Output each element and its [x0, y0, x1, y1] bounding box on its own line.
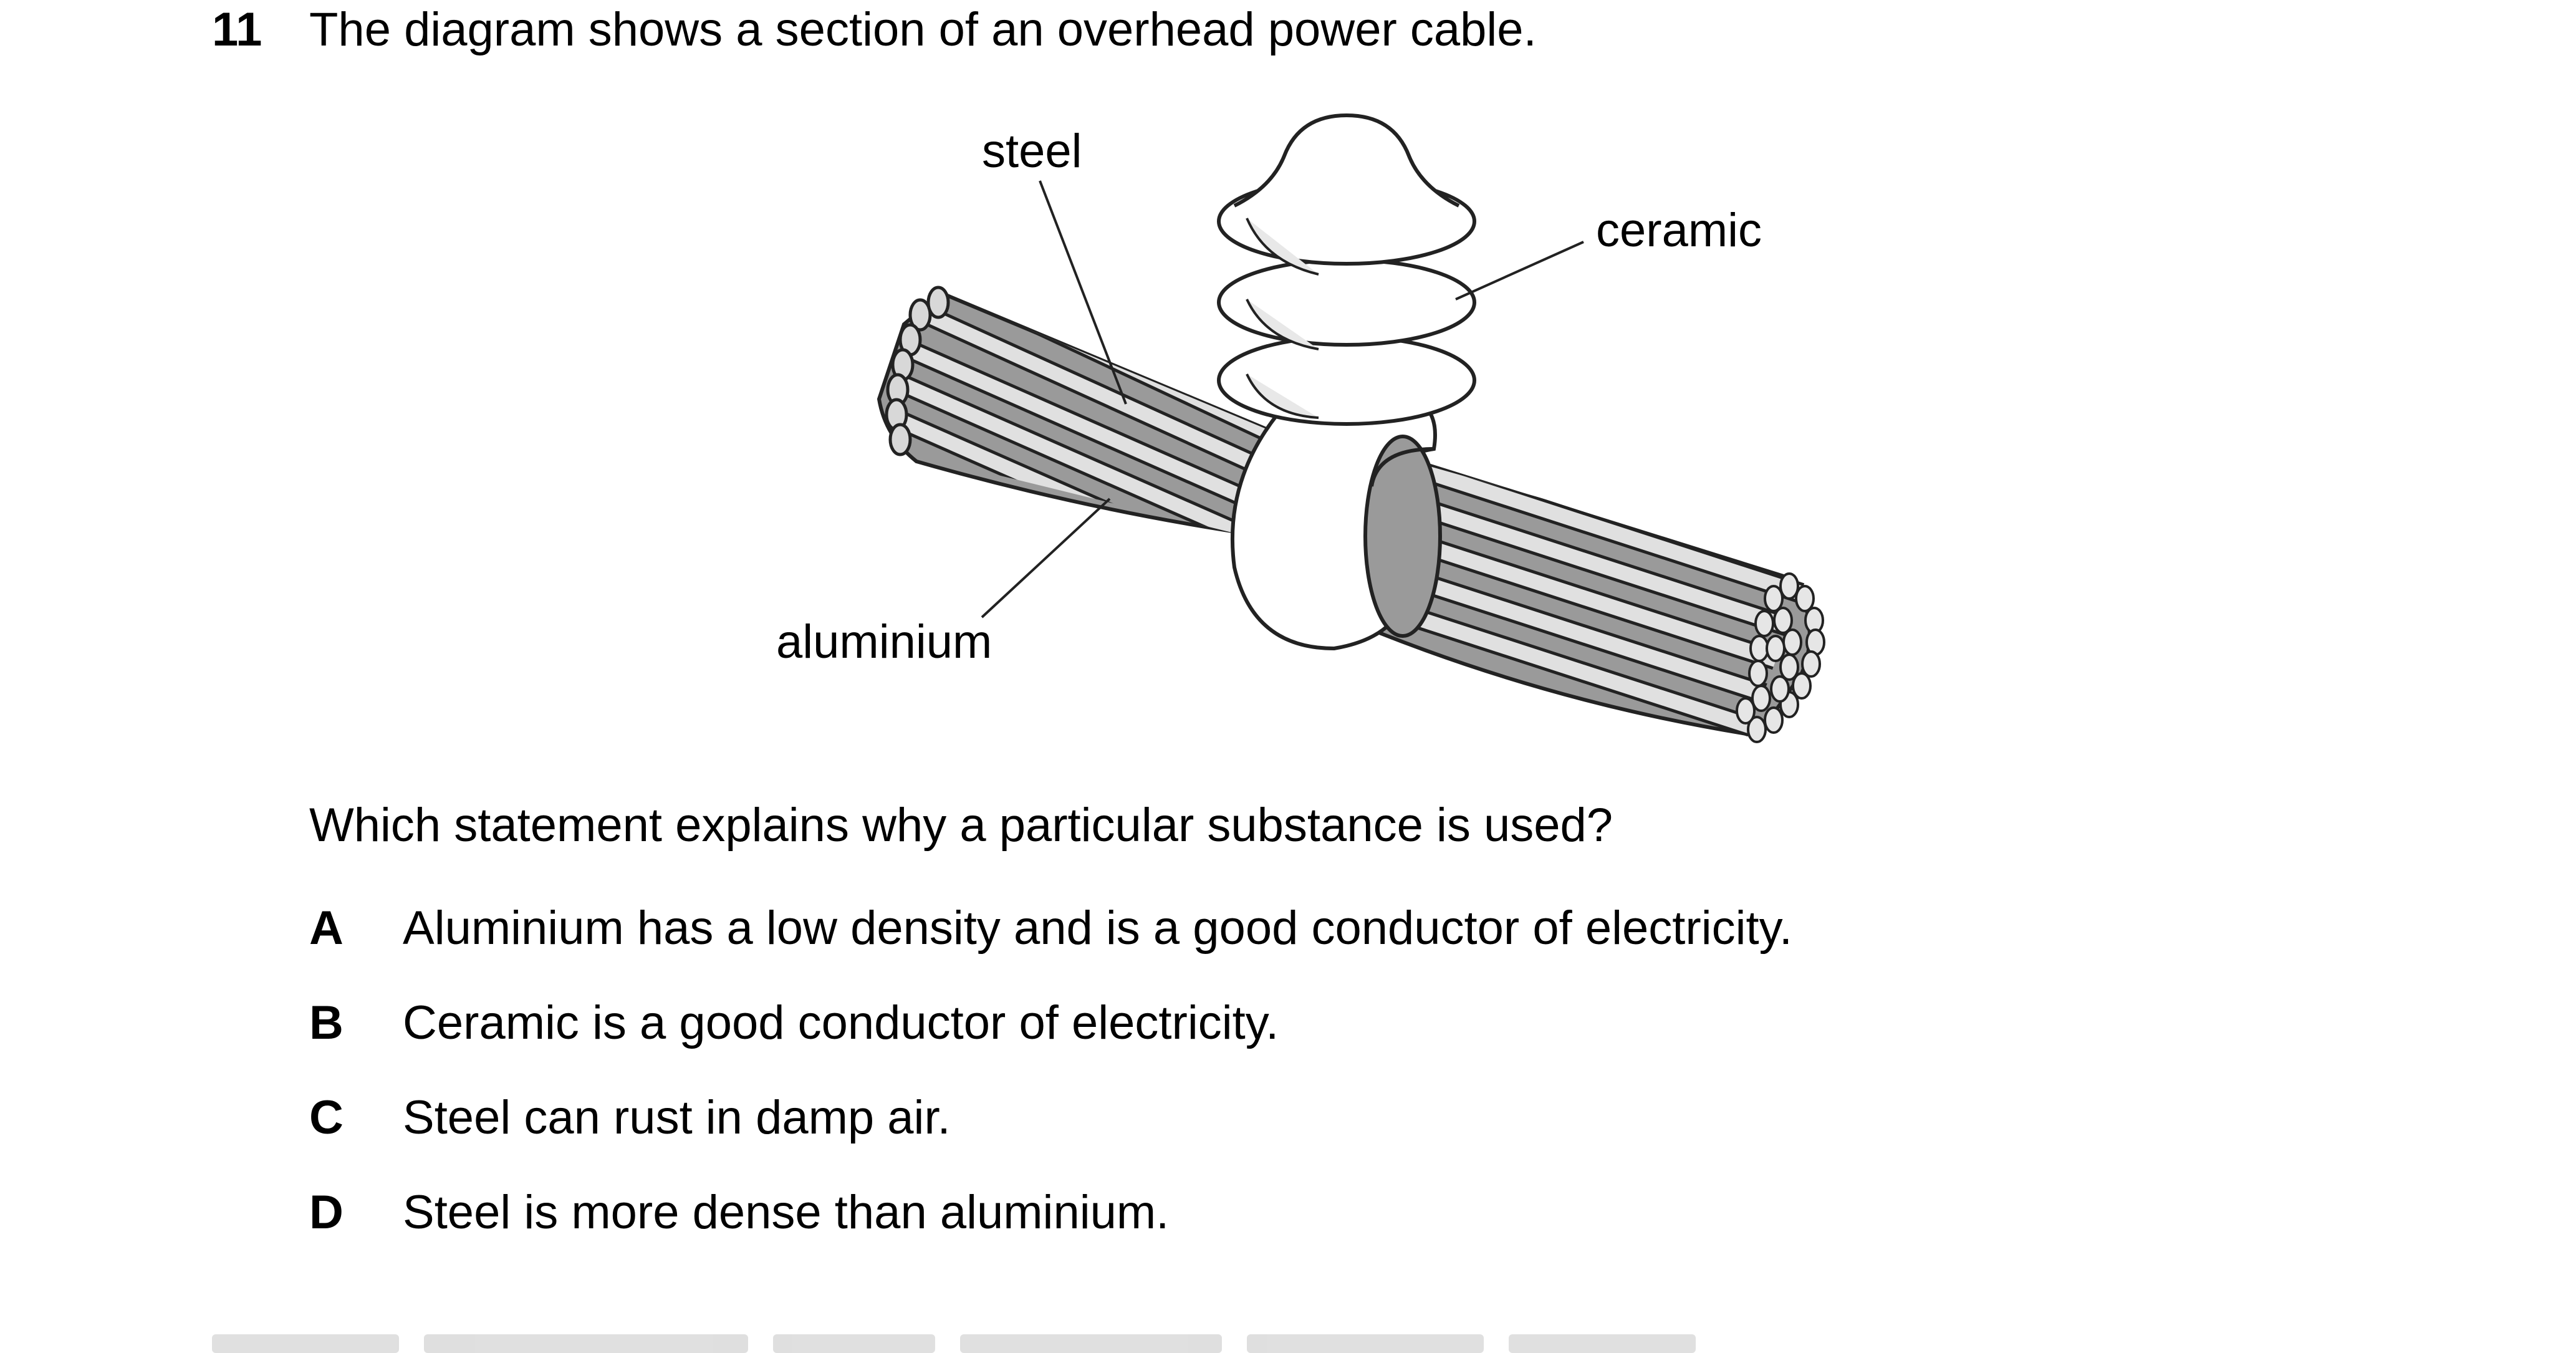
- option-text: Ceramic is a good conductor of electrici…: [403, 996, 1279, 1049]
- right-strand-ends: [1736, 572, 1825, 743]
- option-letter: A: [309, 902, 344, 955]
- option-d[interactable]: D Steel is more dense than aluminium.: [309, 1185, 1169, 1240]
- option-a[interactable]: A Aluminium has a low density and is a g…: [309, 901, 1792, 955]
- option-b[interactable]: B Ceramic is a good conductor of electri…: [309, 996, 1279, 1050]
- option-letter: D: [309, 1186, 344, 1239]
- option-c[interactable]: C Steel can rust in damp air.: [309, 1091, 951, 1145]
- option-text: Steel can rust in damp air.: [403, 1091, 951, 1144]
- label-aluminium: aluminium: [776, 615, 992, 668]
- option-letter: C: [309, 1091, 344, 1144]
- ceramic-insulator: [1217, 113, 1476, 426]
- aluminium-leader-line: [981, 498, 1111, 619]
- question-number: 11: [212, 3, 262, 56]
- option-letter: B: [309, 996, 344, 1049]
- label-ceramic: ceramic: [1596, 204, 1762, 257]
- steel-leader-line: [1039, 180, 1127, 405]
- question-prompt: Which statement explains why a particula…: [309, 799, 1613, 852]
- cut-off-next-line: [212, 1334, 2332, 1353]
- power-cable-diagram: steel ceramic aluminium: [776, 113, 1825, 743]
- right-cable-section: [1353, 453, 1825, 743]
- ceramic-clamp: [1230, 397, 1442, 651]
- option-text: Aluminium has a low density and is a goo…: [403, 902, 1793, 955]
- option-text: Steel is more dense than aluminium.: [403, 1186, 1170, 1239]
- left-cable-section: [877, 286, 1287, 539]
- question-text: The diagram shows a section of an overhe…: [309, 3, 1537, 56]
- left-strand-ends: [885, 286, 950, 456]
- label-steel: steel: [982, 125, 1082, 178]
- ceramic-leader-line: [1455, 241, 1584, 301]
